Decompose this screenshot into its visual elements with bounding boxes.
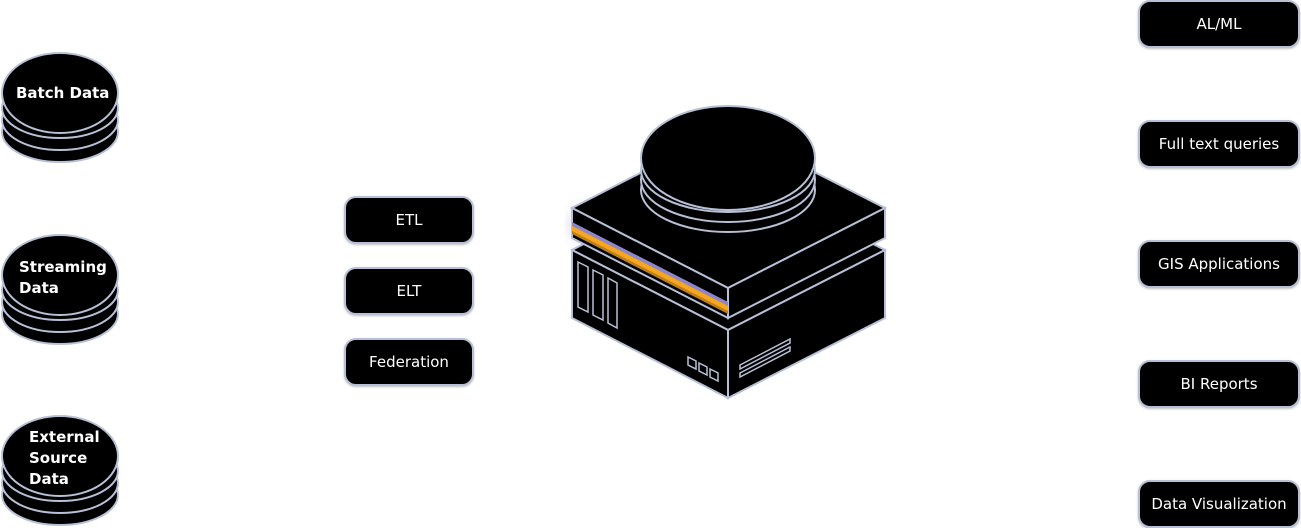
database-stack-icon xyxy=(1,415,119,526)
consumer-gis-applications: GIS Applications xyxy=(1138,240,1300,288)
database-stack-icon xyxy=(1,52,119,163)
central-data-server xyxy=(565,100,890,400)
source-label: External Source Data xyxy=(29,427,100,490)
consumer-full-text-queries: Full text queries xyxy=(1138,120,1300,168)
source-streaming-data: Streaming Data xyxy=(0,232,122,347)
database-stack-icon xyxy=(1,234,119,345)
method-etl: ETL xyxy=(344,196,474,244)
source-label-line: Batch Data xyxy=(16,84,110,102)
consumer-data-visualization: Data Visualization xyxy=(1138,480,1300,528)
source-label-line: Streaming xyxy=(19,258,107,276)
method-elt: ELT xyxy=(344,267,474,315)
source-label: Streaming Data xyxy=(19,257,107,299)
consumer-bi-reports: BI Reports xyxy=(1138,360,1300,408)
method-federation: Federation xyxy=(344,338,474,386)
data-server-icon xyxy=(568,105,888,400)
source-label-line: External xyxy=(29,428,100,446)
source-label-line: Source xyxy=(29,449,88,467)
source-label-line: Data xyxy=(29,470,69,488)
source-label-line: Data xyxy=(19,279,59,297)
source-external-data: External Source Data xyxy=(0,413,122,528)
consumer-al-ml: AL/ML xyxy=(1138,0,1300,48)
source-label: Batch Data xyxy=(16,83,109,104)
source-batch-data: Batch Data xyxy=(0,50,122,165)
